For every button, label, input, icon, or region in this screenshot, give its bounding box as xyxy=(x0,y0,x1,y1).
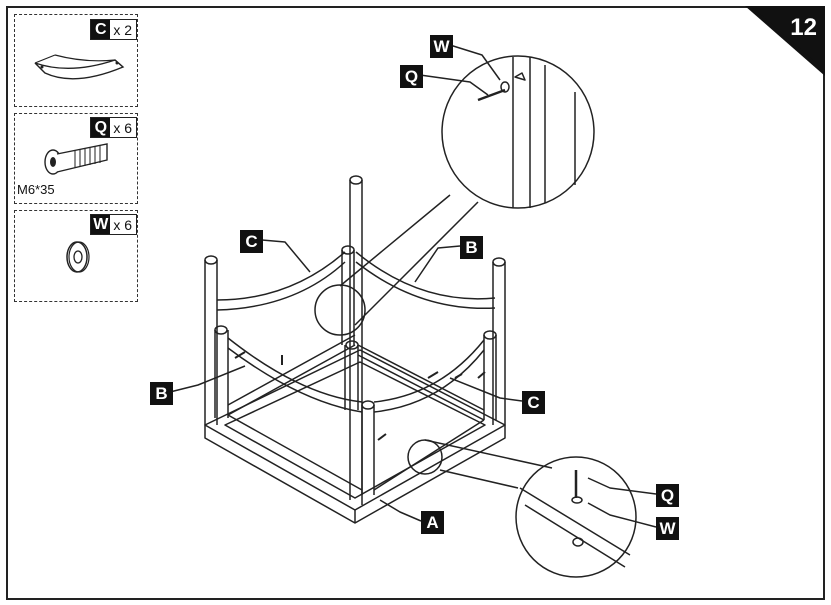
step-number: 12 xyxy=(790,14,817,41)
leg-left xyxy=(204,260,218,425)
callout-a-bottom: A xyxy=(421,511,444,534)
curved-rail-icon xyxy=(34,54,125,80)
part-qty: x 6 xyxy=(113,119,132,136)
part-box-c: C x 2 xyxy=(14,14,138,107)
leg-back xyxy=(341,250,355,345)
rail-b-front-left xyxy=(227,337,363,403)
callout-b-left: B xyxy=(150,382,173,405)
callout-w-bottom: W xyxy=(656,517,679,540)
step-corner-shape xyxy=(745,6,825,76)
callout-b-right: B xyxy=(460,236,483,259)
callout-c-right: C xyxy=(522,391,545,414)
bolt-icon xyxy=(44,143,108,175)
part-tag-q: Q x 6 xyxy=(90,117,137,138)
part-tag-c: C x 2 xyxy=(90,19,137,40)
rail-b-back-right xyxy=(355,251,496,300)
step-number-badge: 12 xyxy=(745,6,825,76)
part-letter: W xyxy=(91,215,111,234)
detail-circle-large-top xyxy=(441,55,595,209)
callout-q-top: Q xyxy=(400,65,423,88)
callout-w-top: W xyxy=(430,35,453,58)
part-qty: x 2 xyxy=(113,21,132,38)
rail-c-front-right xyxy=(373,339,485,403)
washer-icon xyxy=(66,241,90,273)
page-frame xyxy=(6,6,825,600)
detail-circle-small-top xyxy=(314,284,366,336)
part-qty: x 6 xyxy=(113,216,132,233)
detail-circle-large-bottom xyxy=(515,456,637,578)
part-letter: Q xyxy=(91,118,111,137)
leg-right xyxy=(492,262,506,425)
part-letter: C xyxy=(91,20,111,39)
callout-c-left: C xyxy=(240,230,263,253)
callout-q-bottom: Q xyxy=(656,484,679,507)
part-tag-w: W x 6 xyxy=(90,214,137,235)
rail-c-back-left xyxy=(216,251,346,301)
bolt-spec: M6*35 xyxy=(17,182,55,197)
part-box-q: Q x 6 M6*35 xyxy=(14,113,138,204)
part-box-w: W x 6 xyxy=(14,210,138,302)
